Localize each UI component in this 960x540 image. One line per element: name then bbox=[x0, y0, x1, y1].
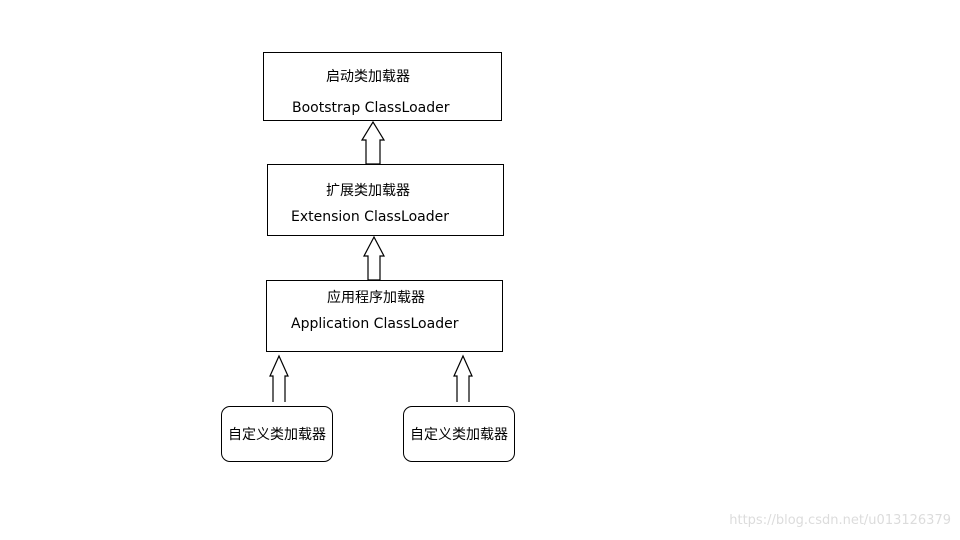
extension-classloader-box: 扩展类加载器 Extension ClassLoader bbox=[267, 164, 504, 236]
arrow-custom2-to-application bbox=[453, 354, 473, 402]
application-classloader-cn-label: 应用程序加载器 bbox=[327, 290, 425, 306]
bootstrap-classloader-en-label: Bootstrap ClassLoader bbox=[292, 100, 450, 116]
application-classloader-box: 应用程序加载器 Application ClassLoader bbox=[266, 280, 503, 352]
arrow-custom1-to-application bbox=[269, 354, 289, 402]
custom-classloader-label-1: 自定义类加载器 bbox=[228, 427, 326, 443]
extension-classloader-en-label: Extension ClassLoader bbox=[291, 209, 449, 225]
custom-classloader-label-2: 自定义类加载器 bbox=[410, 427, 508, 443]
custom-classloader-box-1: 自定义类加载器 bbox=[221, 406, 333, 462]
watermark-url: https://blog.csdn.net/u013126379 bbox=[729, 513, 951, 528]
arrow-application-to-extension bbox=[363, 235, 385, 281]
custom-classloader-box-2: 自定义类加载器 bbox=[403, 406, 515, 462]
arrow-extension-to-bootstrap bbox=[360, 120, 386, 165]
bootstrap-classloader-box: 启动类加载器 Bootstrap ClassLoader bbox=[263, 52, 502, 121]
application-classloader-en-label: Application ClassLoader bbox=[291, 316, 459, 332]
bootstrap-classloader-cn-label: 启动类加载器 bbox=[326, 69, 410, 85]
extension-classloader-cn-label: 扩展类加载器 bbox=[326, 183, 410, 199]
